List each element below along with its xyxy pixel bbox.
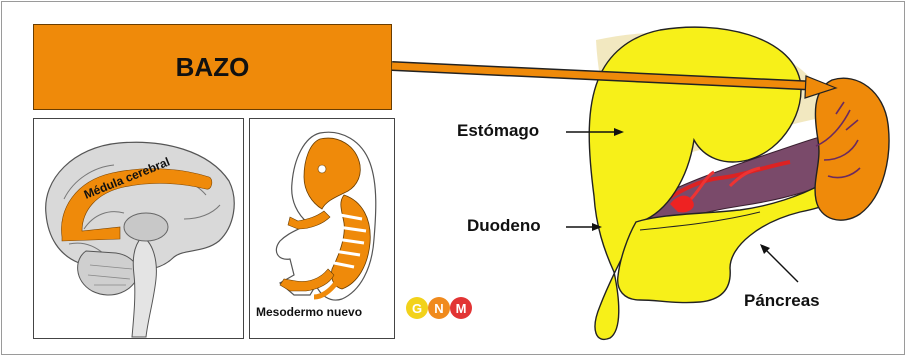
- brain-illustration: Médula cerebral: [45, 141, 235, 338]
- title-box: BAZO: [33, 24, 392, 110]
- brain-panel: Médula cerebral: [33, 118, 244, 339]
- label-duodenum: Duodeno: [467, 216, 541, 235]
- gnm-logo-g: G: [406, 297, 428, 319]
- diagram-title: BAZO: [175, 51, 250, 82]
- embryo-caption: Mesodermo nuevo: [256, 305, 363, 319]
- gnm-logo-n: N: [428, 297, 450, 319]
- embryo-panel: Mesodermo nuevo: [249, 118, 395, 339]
- duodenum-shape: [617, 180, 845, 304]
- gnm-logo-m: M: [450, 297, 472, 319]
- stomach-shape: [588, 26, 802, 341]
- embryo-illustration: [275, 131, 377, 301]
- label-stomach: Estómago: [457, 121, 540, 140]
- label-pancreas: Páncreas: [744, 291, 820, 310]
